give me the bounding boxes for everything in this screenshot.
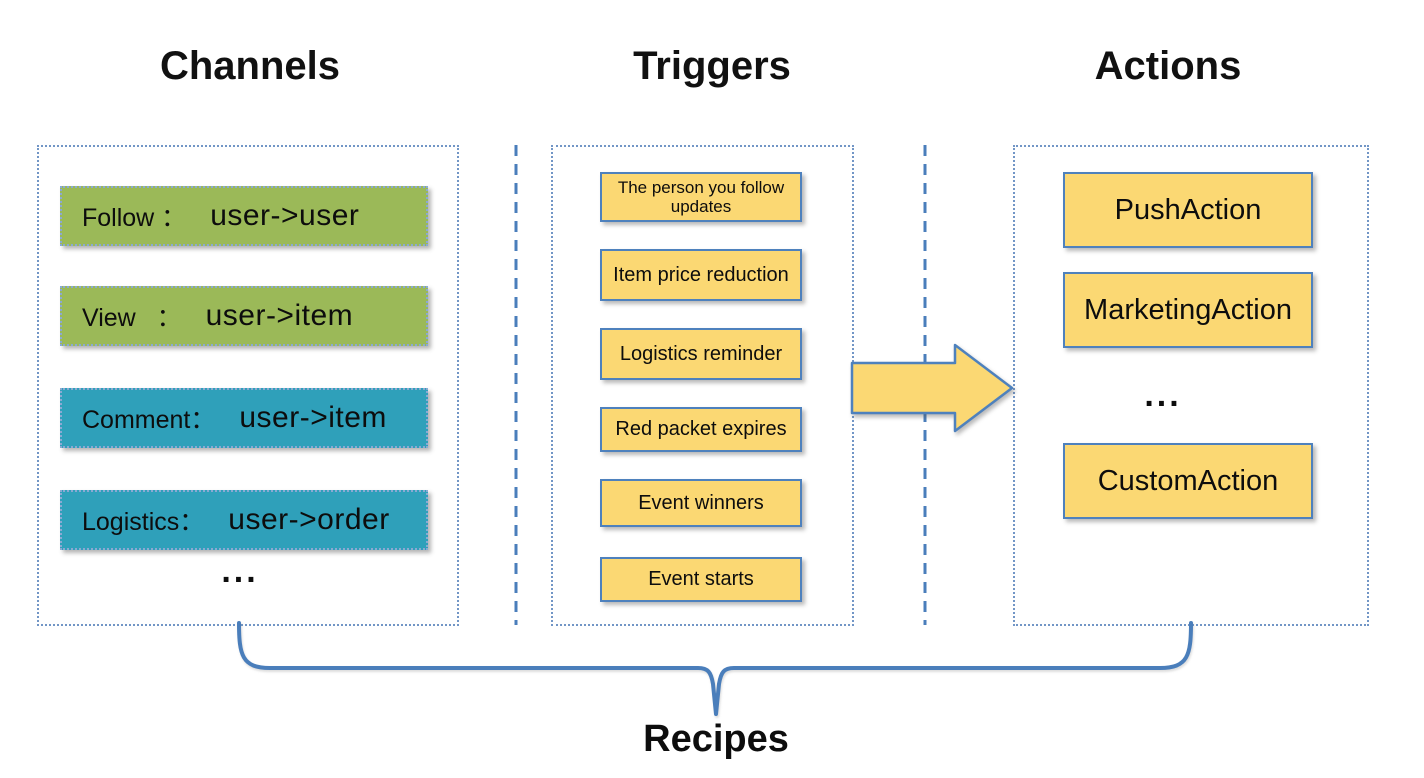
action-item-push: PushAction: [1063, 172, 1313, 248]
trigger-item-event-starts: Event starts: [600, 557, 802, 602]
trigger-label: Item price reduction: [613, 263, 789, 286]
trigger-label: Logistics reminder: [619, 342, 783, 365]
channels-ellipsis: ...: [221, 552, 259, 590]
channel-label: Comment：: [82, 406, 216, 434]
channel-item-follow: Follow ： user->user: [60, 186, 428, 246]
channel-mapping: user->item: [239, 401, 387, 434]
channels-column-title: Channels: [159, 44, 341, 88]
trigger-label: Red packet expires: [615, 418, 787, 441]
channel-label: Logistics：: [82, 508, 205, 536]
flow-arrow-icon: [850, 343, 1014, 433]
trigger-label: The person you follow updates: [617, 177, 785, 216]
trigger-item-price-reduction: Item price reduction: [600, 249, 802, 301]
trigger-label: Event winners: [638, 491, 764, 514]
channel-label: Follow ：: [82, 204, 187, 232]
action-label: PushAction: [1114, 193, 1262, 226]
trigger-item-logistics-reminder: Logistics reminder: [600, 328, 802, 380]
action-label: MarketingAction: [1084, 293, 1292, 326]
actions-ellipsis: ...: [1144, 376, 1182, 414]
trigger-label: Event starts: [648, 568, 754, 591]
channel-item-logistics: Logistics： user->order: [60, 490, 428, 550]
channel-label: View ：: [82, 304, 182, 332]
channel-mapping: user->order: [228, 503, 390, 536]
action-label: CustomAction: [1097, 464, 1279, 497]
trigger-item-event-winners: Event winners: [600, 479, 802, 527]
triggers-column-title: Triggers: [633, 44, 791, 88]
channel-item-comment: Comment： user->item: [60, 388, 428, 448]
trigger-item-follow-updates: The person you follow updates: [600, 172, 802, 222]
action-item-marketing: MarketingAction: [1063, 272, 1313, 348]
trigger-item-red-packet: Red packet expires: [600, 407, 802, 452]
channel-mapping: user->user: [210, 199, 360, 232]
channel-mapping: user->item: [205, 299, 354, 332]
action-item-custom: CustomAction: [1063, 443, 1313, 519]
actions-column-title: Actions: [1094, 44, 1242, 88]
recipes-brace-icon: [237, 621, 1193, 716]
recipes-label: Recipes: [643, 718, 789, 760]
channel-item-view: View ： user->item: [60, 286, 428, 346]
